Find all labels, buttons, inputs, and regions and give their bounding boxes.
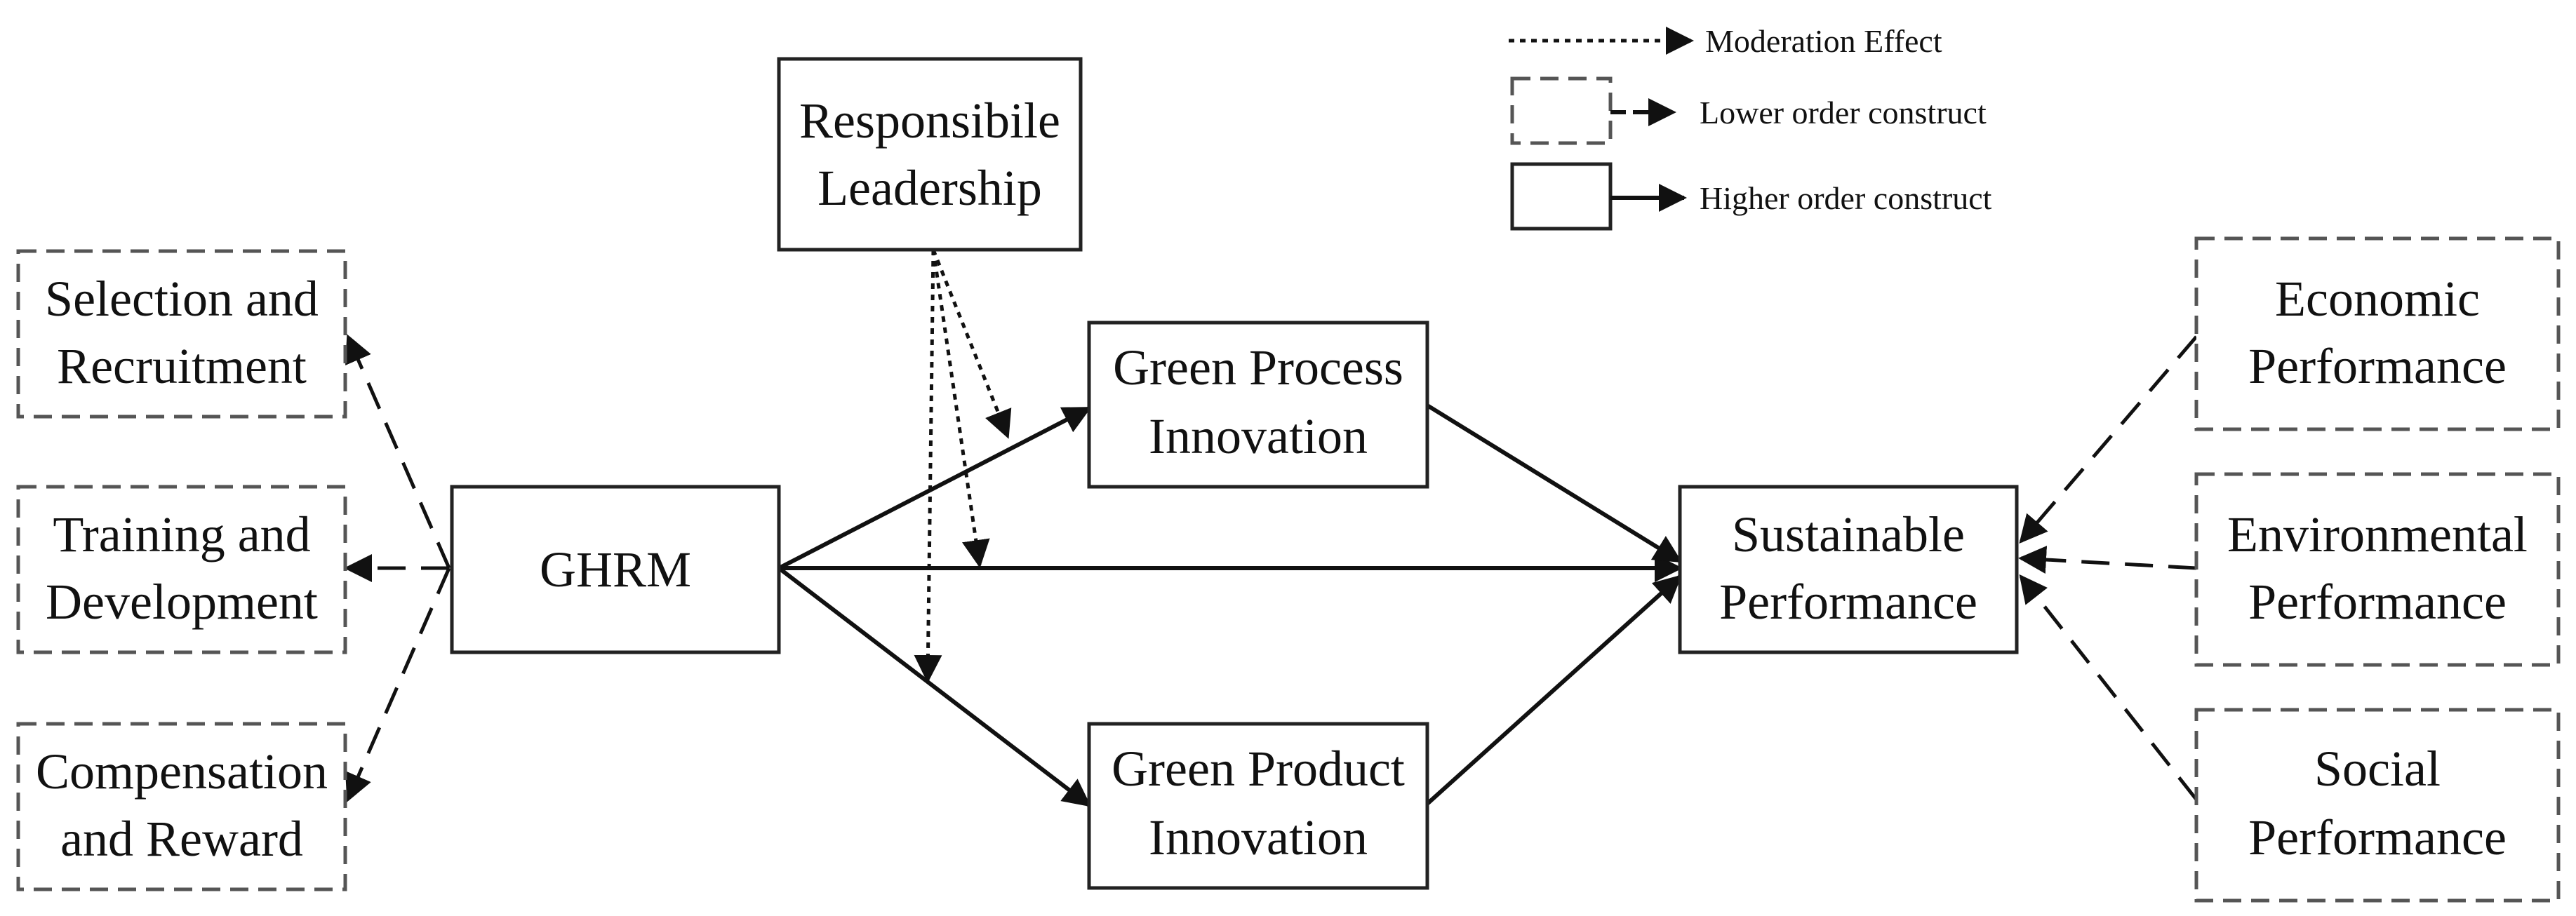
- node-compensation-reward-line2: and Reward: [60, 811, 303, 867]
- moderation-green-process-path: [931, 249, 1012, 439]
- node-social-performance-line1: Social: [2314, 741, 2441, 797]
- legend: Moderation Effect Lower order construct …: [1509, 23, 1992, 231]
- node-sustainable-performance-line1: Sustainable: [1732, 506, 1965, 563]
- legend-dashed-box: [1510, 76, 1613, 145]
- node-training-development-line2: Development: [46, 574, 318, 630]
- node-environmental-performance: Environmental Performance: [2194, 472, 2561, 667]
- node-selection-recruitment-line1: Selection and: [45, 271, 319, 327]
- edge-economic-sustainable: [2019, 335, 2198, 544]
- node-green-product-line1: Green Product: [1112, 741, 1405, 797]
- node-economic-performance: Economic Performance: [2194, 236, 2561, 431]
- connectors: [344, 249, 2198, 807]
- legend-moderation: Moderation Effect: [1509, 23, 1942, 59]
- legend-lower-order: Lower order construct: [1510, 76, 1987, 145]
- node-green-process-line1: Green Process: [1113, 339, 1403, 396]
- legend-solid-box: [1510, 162, 1613, 231]
- node-compensation-reward-line1: Compensation: [36, 743, 328, 800]
- legend-lower-order-label: Lower order construct: [1700, 95, 1987, 130]
- legend-higher-order-label: Higher order construct: [1700, 180, 1992, 216]
- node-green-process-line2: Innovation: [1149, 408, 1368, 464]
- edge-ghrm-selection: [345, 334, 451, 569]
- node-compensation-reward: Compensation and Reward: [16, 722, 347, 891]
- node-responsible-leadership-line2: Leadership: [817, 160, 1042, 216]
- edge-green-process-sustainable: [1426, 403, 1683, 563]
- node-sustainable-performance-line2: Performance: [1719, 574, 1977, 630]
- node-social-performance: Social Performance: [2194, 708, 2561, 903]
- node-environmental-performance-line1: Environmental: [2227, 506, 2528, 563]
- edge-ghrm-compensation: [345, 567, 451, 802]
- edge-environmental-sustainable: [2018, 546, 2197, 574]
- edge-ghrm-green-product: [778, 566, 1092, 807]
- node-training-development: Training and Development: [16, 485, 347, 654]
- legend-moderation-label: Moderation Effect: [1705, 23, 1942, 59]
- node-selection-recruitment: Selection and Recruitment: [16, 249, 347, 419]
- node-green-process-innovation: Green Process Innovation: [1087, 321, 1429, 489]
- node-sustainable-performance: Sustainable Performance: [1678, 485, 2019, 654]
- node-green-product-line2: Innovation: [1149, 809, 1368, 866]
- node-environmental-performance-line2: Performance: [2248, 574, 2507, 630]
- node-ghrm-label: GHRM: [540, 541, 691, 598]
- node-social-performance-line2: Performance: [2248, 809, 2507, 866]
- node-green-product-innovation: Green Product Innovation: [1087, 722, 1429, 890]
- node-training-development-line1: Training and: [53, 506, 310, 563]
- node-economic-performance-line2: Performance: [2248, 338, 2507, 394]
- edge-green-product-sustainable: [1425, 574, 1682, 806]
- legend-higher-order: Higher order construct: [1510, 162, 1992, 231]
- moderation-green-product-path: [914, 249, 942, 683]
- node-responsible-leadership-line1: Responsibile: [799, 93, 1060, 149]
- node-responsible-leadership: Responsibile Leadership: [777, 57, 1083, 252]
- moderation-direct-path: [931, 249, 990, 568]
- edge-ghrm-green-process: [778, 406, 1092, 570]
- node-selection-recruitment-line2: Recruitment: [57, 338, 307, 394]
- edge-social-sustainable: [2019, 574, 2198, 801]
- node-economic-performance-line1: Economic: [2275, 271, 2480, 327]
- node-ghrm: GHRM: [450, 485, 781, 654]
